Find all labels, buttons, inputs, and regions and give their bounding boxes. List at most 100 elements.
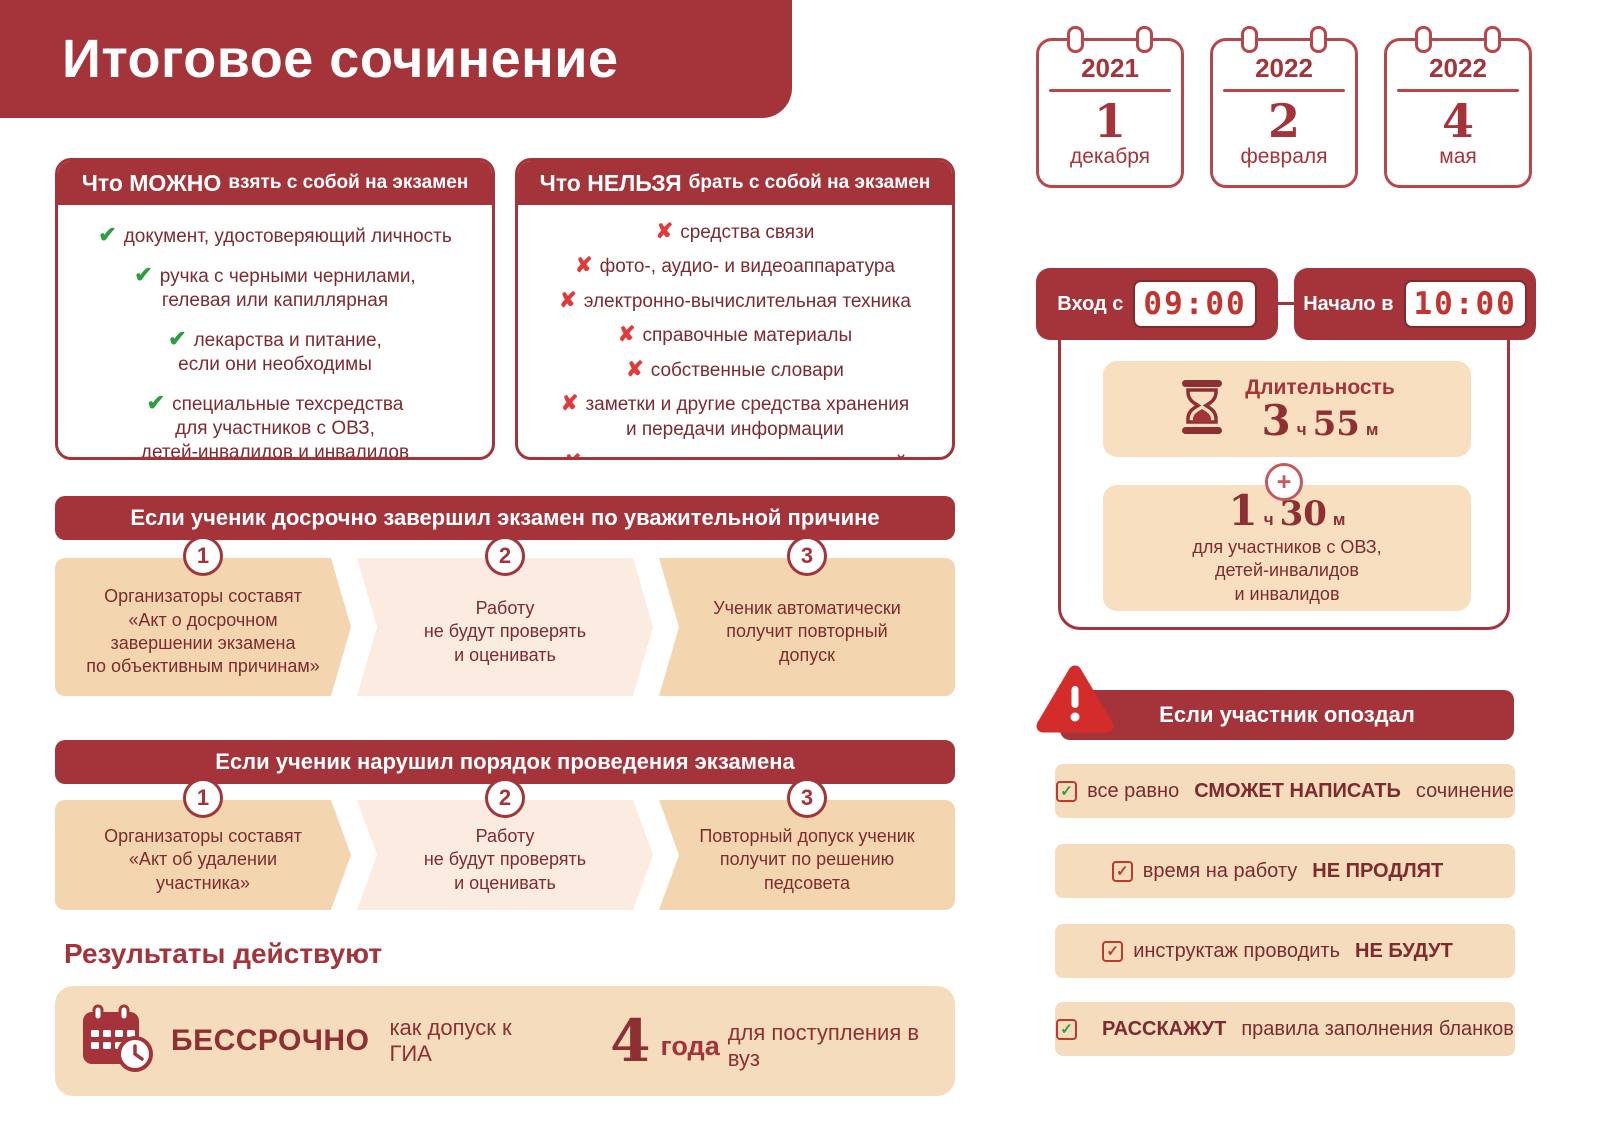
results-years: 4 года для поступления в вуз [610,1010,929,1072]
forbidden-item-text: заметки и другие средства хранения и пер… [585,394,910,440]
checkbox-icon [1056,1018,1078,1040]
step-number-badge: 1 [183,778,223,818]
allowed-item: лекарства и питание, если они необходимы [168,325,382,377]
allowed-item: специальные техсредства для участников с… [141,389,409,457]
date-card-2: 2022 2 февраля [1210,26,1358,188]
step-3: 3 Повторный допуск ученик получит по реш… [659,778,955,910]
late-item: все равно СМОЖЕТ НАПИСАТЬ сочинение [1055,764,1515,818]
step-text: Работу не будут проверять и оценивать [423,825,587,893]
cross-icon [575,256,600,277]
results-heading: Результаты действуют [64,938,383,969]
date-year: 2021 [1081,53,1139,83]
calendar-ring-icon [1310,26,1327,53]
allowed-header: Что МОЖНО взять с собой на экзамен [58,161,492,205]
date-day: 4 [1441,94,1474,148]
forbidden-item: справочные материалы [618,322,852,348]
step-text: Организаторы составят «Акт об удалении у… [104,825,302,893]
step-2: 2 Работу не будут проверять и оценивать [357,778,653,910]
late-item: время на работу НЕ ПРОДЛЯТ [1055,844,1515,898]
step-3: 3 Ученик автоматически получит повторный… [659,536,955,696]
cross-icon [561,394,586,415]
date-year: 2022 [1429,53,1487,83]
allowed-header-rest: взять с собой на экзамен [228,172,469,193]
forbidden-item: электронно-вычислительная техника [559,288,911,314]
calendar-ring-icon [1415,26,1432,53]
start-time-value: 10:00 [1413,286,1517,322]
late-item-pre: все равно [1087,779,1180,802]
duration-minutes-unit: м [1365,420,1379,439]
step-number-badge: 2 [485,536,525,576]
check-icon [134,266,159,287]
step-text: Организаторы составят «Акт о досрочном з… [86,586,320,677]
step-background [55,800,351,910]
step-text: Повторный допуск ученик получит по решен… [699,825,915,893]
check-icon [98,226,123,247]
late-item-pre: время на работу [1142,859,1298,882]
extra-minutes-unit: м [1332,509,1346,529]
step-number-badge: 3 [787,778,827,818]
date-day: 1 [1093,94,1126,148]
divider [1049,89,1171,92]
allowed-header-strong: Что МОЖНО [81,169,222,196]
start-time-label: Начало в [1303,292,1394,315]
late-item-post: сочинение [1415,779,1514,802]
forbidden-item-text: собственные словари [650,359,844,381]
forbidden-item-text: средства связи [680,222,815,243]
results-years-number: 4 [610,1007,651,1075]
duration-text: Длительность 3 ч 55 м [1245,376,1395,442]
date-month: мая [1439,145,1477,169]
extra-minutes: 30 [1279,493,1327,534]
allowed-items: документ, удостоверяющий личность ручка … [58,205,492,457]
date-card-1: 2021 1 декабря [1036,26,1184,188]
allowed-item-text: документ, удостоверяющий личность [123,226,452,247]
duration-extra-note: для участников с ОВЗ, детей-инвалидов и … [1192,536,1382,604]
late-item-pre: инструктаж проводить [1133,939,1341,962]
forbidden-item-text: справочные материалы [642,325,853,347]
cross-icon [559,291,584,312]
start-time-chip: Начало в 10:00 [1294,268,1536,340]
allowed-item-text: лекарства и питание, если они необходимы [178,329,382,375]
check-icon [147,394,172,415]
step-1: 1 Организаторы составят «Акт об удалении… [55,778,351,910]
extra-hours: 1 [1228,485,1258,535]
results-indefinite-note: как допуск к ГИА [389,1015,512,1066]
date-year: 2022 [1255,53,1313,83]
calendar-ring-icon [1136,26,1153,53]
duration-hours-unit: ч [1296,420,1307,439]
start-time-display: 10:00 [1403,280,1527,328]
page-title: Итоговое сочинение [62,29,619,89]
calendar-ring-icon [1241,26,1258,53]
cross-icon [656,222,681,243]
forbidden-item-text: тексты литературных произведений [588,453,906,457]
entry-time-label: Вход с [1057,292,1124,315]
late-item-strong: НЕ ПРОДЛЯТ [1312,859,1444,882]
forbidden-header-strong: Что НЕЛЬЗЯ [539,169,682,196]
forbidden-item-text: электронно-вычислительная техника [583,290,911,312]
duration-box: Длительность 3 ч 55 м + 1 ч 30 м для уча… [1058,302,1510,630]
title-banner: Итоговое сочинение [0,0,792,118]
results-years-word: года [660,1030,720,1061]
late-item: РАССКАЖУТ правила заполнения бланков [1055,1002,1515,1056]
divider [1397,89,1519,92]
allowed-item: документ, удостоверяющий личность [98,221,452,249]
late-item-strong: РАССКАЖУТ [1102,1017,1227,1040]
forbidden-item-text: фото-, аудио- и видеоаппаратура [599,256,895,278]
results-years-note: для поступления в вуз [727,1020,920,1071]
calendar-clock-icon [81,1004,155,1079]
date-day: 2 [1267,94,1300,148]
late-item-strong: НЕ БУДУТ [1355,939,1453,962]
step-background [55,558,351,696]
forbidden-item: собственные словари [626,357,844,383]
step-number-badge: 3 [787,536,827,576]
date-card-3: 2022 4 мая [1384,26,1532,188]
step-2: 2 Работу не будут проверять и оценивать [357,536,653,696]
check-icon [168,330,193,351]
late-header: Если участник опоздал [1060,690,1514,740]
cross-icon [564,453,589,457]
step-text: Ученик автоматически получит повторный д… [713,597,901,665]
date-month: декабря [1069,145,1151,169]
forbidden-item: заметки и другие средства хранения и пер… [561,391,909,441]
forbidden-header-rest: брать с собой на экзамен [688,172,931,193]
duration-hours: 3 [1261,396,1291,445]
